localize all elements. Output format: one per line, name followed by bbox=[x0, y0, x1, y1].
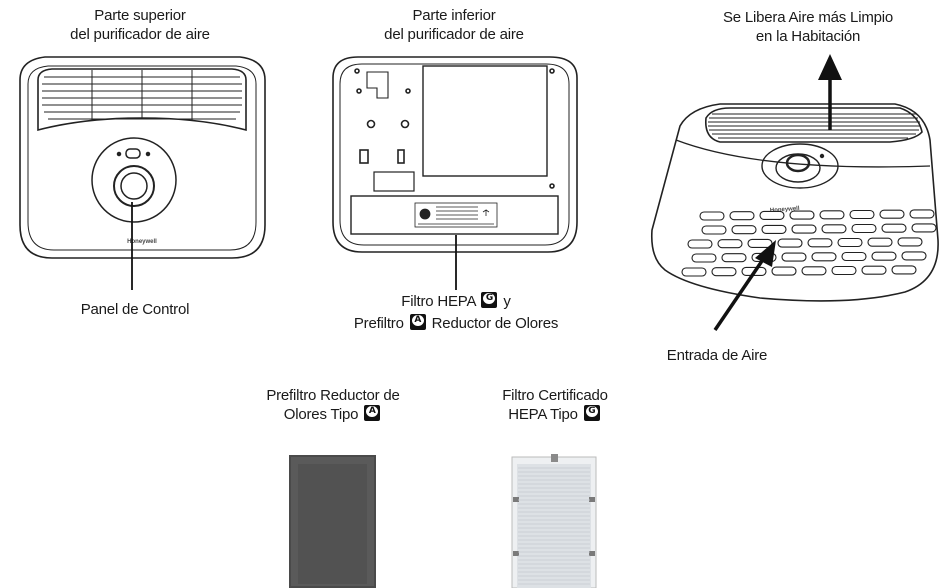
vent-slot bbox=[909, 209, 935, 219]
3d-control-knob bbox=[761, 143, 839, 189]
vent-slot bbox=[731, 225, 757, 235]
vent-slot bbox=[801, 266, 827, 276]
hepa-type-label: Filtro Certificado HEPA Tipo G bbox=[470, 386, 640, 424]
clean-air-label: Se Libera Aire más Limpio en la Habitaci… bbox=[696, 8, 920, 46]
top-view-label-line1: Parte superior bbox=[94, 7, 186, 24]
prefilter-type-text: Olores Tipo bbox=[283, 406, 359, 423]
vent-slot bbox=[911, 223, 937, 233]
control-panel-label: Panel de Control bbox=[55, 300, 215, 319]
prefilter-type-line2: Olores Tipo A bbox=[243, 405, 423, 424]
vent-slot bbox=[791, 224, 817, 234]
air-inlet-vents bbox=[681, 209, 937, 277]
vent-slot bbox=[841, 251, 867, 262]
bottom-view-label-line1: Parte inferior bbox=[412, 7, 496, 24]
vent-slot bbox=[837, 237, 863, 248]
air-inlet-arrow bbox=[713, 240, 776, 331]
prefilter-a-badge-icon: A bbox=[364, 405, 381, 421]
vent-slot bbox=[879, 209, 905, 219]
hepa-filter-g-image bbox=[511, 454, 597, 588]
vent-slot bbox=[807, 238, 833, 248]
vent-slot bbox=[831, 265, 857, 276]
filter-hepa-text: Filtro HEPA bbox=[401, 293, 476, 310]
top-grille-slats bbox=[42, 70, 242, 120]
control-panel-label-text: Panel de Control bbox=[80, 301, 190, 318]
vent-slot bbox=[897, 237, 923, 247]
control-panel-graphic bbox=[91, 137, 177, 223]
vent-slot bbox=[711, 267, 737, 277]
prefilter-type-label: Prefiltro Reductor de Olores Tipo A bbox=[243, 386, 423, 424]
vent-slot bbox=[729, 211, 755, 221]
vent-slot bbox=[691, 253, 717, 263]
clean-air-label-line2: en la Habitación bbox=[755, 28, 861, 45]
vent-slot bbox=[789, 210, 815, 220]
vent-slot bbox=[699, 211, 725, 221]
air-inlet-label: Entrada de Aire bbox=[632, 346, 802, 365]
vent-slot bbox=[681, 267, 707, 277]
vent-slot bbox=[777, 238, 803, 248]
hepa-pleats bbox=[518, 467, 590, 585]
purifier-top-view bbox=[19, 56, 266, 259]
vent-slot bbox=[759, 210, 785, 220]
vent-slot bbox=[781, 252, 807, 262]
filter-location-line1: Filtro HEPA G y bbox=[316, 292, 596, 311]
vent-slot bbox=[717, 239, 743, 249]
vent-slot bbox=[861, 265, 887, 275]
filter-location-label: Filtro HEPA G y Prefiltro A Reductor de … bbox=[316, 292, 596, 333]
clean-air-label-line1: Se Libera Aire más Limpio bbox=[722, 9, 894, 26]
purifier-bottom-view bbox=[332, 56, 578, 253]
prefilter-type-line1: Prefiltro Reductor de bbox=[266, 387, 400, 404]
top-view-label-line2: del purificador de aire bbox=[70, 26, 210, 43]
brand-logo-top: Honeywell bbox=[127, 239, 157, 245]
filter-hepa-and: y bbox=[503, 293, 511, 310]
bottom-view-label: Parte inferior del purificador de aire bbox=[354, 6, 554, 44]
vent-slot bbox=[747, 238, 773, 248]
filter-g-badge-icon: G bbox=[481, 292, 498, 308]
hepa-g-badge-icon: G bbox=[583, 405, 600, 421]
bottom-view-label-line2: del purificador de aire bbox=[384, 26, 524, 43]
prefilter-a-image bbox=[289, 455, 376, 588]
vent-slot bbox=[771, 266, 797, 276]
vent-slot bbox=[867, 237, 893, 247]
filter-location-line2: Prefiltro A Reductor de Olores bbox=[316, 314, 596, 333]
vent-slot bbox=[891, 265, 917, 275]
vent-slot bbox=[849, 209, 875, 220]
clean-air-arrow bbox=[818, 54, 842, 130]
hepa-type-line2: HEPA Tipo G bbox=[470, 405, 640, 424]
vent-slot bbox=[761, 224, 787, 234]
hepa-type-text: HEPA Tipo bbox=[508, 406, 578, 423]
hepa-type-line1: Filtro Certificado bbox=[502, 387, 608, 404]
vent-slot bbox=[811, 252, 837, 262]
bottom-filter-label-card bbox=[414, 202, 498, 228]
filter-a-badge-icon: A bbox=[409, 314, 426, 330]
prefilter-odor-text: Reductor de Olores bbox=[431, 315, 559, 332]
vent-slot bbox=[819, 210, 845, 220]
vent-slot bbox=[701, 225, 727, 235]
vent-slot bbox=[851, 223, 877, 234]
prefilter-text: Prefiltro bbox=[353, 315, 404, 332]
purifier-3d-view bbox=[650, 103, 939, 302]
vent-slot bbox=[881, 223, 907, 233]
vent-slot bbox=[821, 224, 847, 234]
vent-slot bbox=[721, 253, 747, 263]
vent-slot bbox=[871, 251, 897, 261]
air-inlet-label-text: Entrada de Aire bbox=[666, 347, 768, 364]
vent-slot bbox=[687, 239, 713, 249]
3d-grille-slats bbox=[708, 113, 920, 139]
vent-slot bbox=[901, 251, 927, 261]
top-view-label: Parte superior del purificador de aire bbox=[40, 6, 240, 44]
brand-logo-3d: Honeywell bbox=[770, 206, 800, 214]
